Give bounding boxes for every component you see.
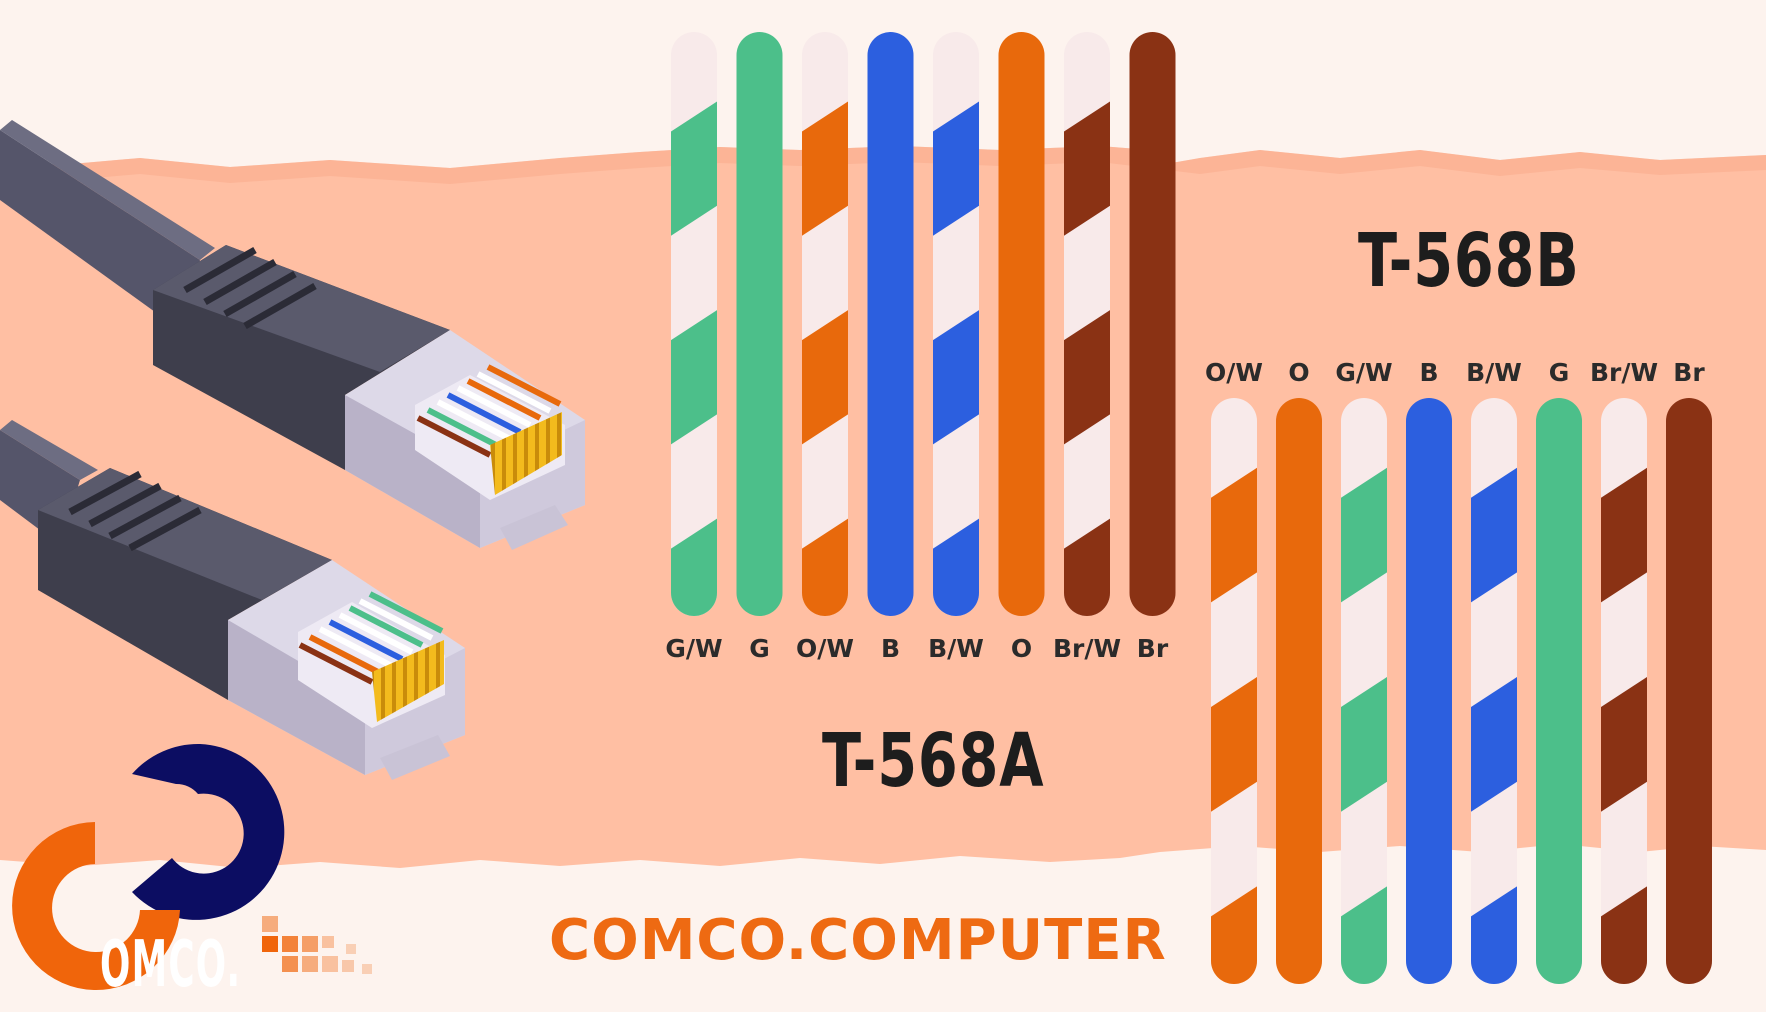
wire-stripe	[1341, 467, 1387, 603]
wire-stripe	[1211, 467, 1257, 603]
site-name: COMCO.COMPUTER	[549, 908, 1167, 973]
boot-ribs	[183, 246, 317, 330]
wire-stripe	[1601, 677, 1647, 812]
plug-pins	[372, 640, 444, 722]
t568a-title: T-568A	[822, 718, 1045, 804]
wire-body	[1276, 398, 1322, 984]
wire-label: B/W	[1466, 358, 1522, 387]
wire-b-5	[1471, 398, 1517, 984]
wire-stripe	[671, 310, 717, 445]
wire-b-8	[1666, 398, 1712, 984]
wire-a-8	[1129, 32, 1176, 616]
wire-stripe	[1471, 677, 1517, 812]
wire-body	[1406, 398, 1452, 984]
boot-top	[153, 245, 450, 372]
plug-pins	[490, 412, 562, 495]
rj45-connector-icon	[0, 420, 465, 780]
comco-logo	[12, 743, 372, 990]
wire-a-2	[736, 32, 783, 616]
cable-top	[0, 420, 98, 480]
wire-stripe	[671, 518, 717, 616]
cable-body	[0, 130, 200, 330]
wire-stripe	[1341, 886, 1387, 984]
wire-label: B	[880, 634, 901, 663]
rj45-connector-icon	[0, 120, 585, 550]
wire-stripe	[1064, 518, 1110, 616]
plug-wires	[298, 591, 444, 685]
wire-body	[1129, 32, 1176, 616]
wire-a-1	[671, 32, 717, 616]
wire-body	[736, 32, 783, 616]
wire-body	[867, 32, 914, 616]
wire-stripe	[671, 101, 717, 236]
wire-a-3	[802, 32, 848, 616]
plug-side	[228, 620, 365, 775]
boot-top	[38, 468, 332, 600]
logo-orange-ring-icon	[12, 822, 181, 990]
wire-b-4	[1406, 398, 1452, 984]
wire-b-3	[1341, 398, 1387, 984]
band-torn-edge	[0, 146, 1766, 184]
wire-stripe	[1601, 886, 1647, 984]
wire-b-6	[1536, 398, 1582, 984]
wire-stripe	[933, 518, 979, 616]
wire-label: Br/W	[1052, 634, 1122, 663]
wire-a-7	[1064, 32, 1110, 616]
t568b-title: T-568B	[1358, 218, 1580, 304]
wire-stripe	[1341, 677, 1387, 812]
cable-top	[0, 120, 215, 260]
wire-body	[998, 32, 1045, 616]
wire-stripe	[802, 101, 848, 236]
wire-label: Br/W	[1589, 358, 1659, 387]
wire-stripe	[933, 101, 979, 236]
wire-label: G	[1548, 358, 1570, 387]
plug-latch	[380, 735, 450, 780]
wire-b-1	[1211, 398, 1257, 984]
wire-stripe	[1064, 101, 1110, 236]
wire-b-7	[1601, 398, 1647, 984]
wire-a-4	[867, 32, 914, 616]
wire-body	[1536, 398, 1582, 984]
wire-stripe	[1471, 886, 1517, 984]
logo-blue-ring-icon	[132, 743, 285, 920]
wire-label: B/W	[928, 634, 984, 663]
wire-stripe	[1064, 310, 1110, 445]
wire-label: O/W	[796, 634, 854, 663]
wire-a-6	[998, 32, 1045, 616]
wire-stripe	[1211, 677, 1257, 812]
plug-wires	[416, 364, 562, 458]
wire-b-2	[1276, 398, 1322, 984]
wire-label: O/W	[1205, 358, 1263, 387]
wire-label: O	[1288, 358, 1310, 387]
wire-stripe	[802, 310, 848, 445]
wire-label: B	[1419, 358, 1439, 387]
wire-stripe	[1471, 467, 1517, 603]
plug-latch	[500, 505, 568, 550]
logo-wordmark: OMCO.	[100, 928, 242, 1002]
wire-a-5	[933, 32, 979, 616]
wire-label: Br	[1673, 358, 1705, 387]
wire-stripe	[1211, 886, 1257, 984]
logo-pixels-icon	[262, 916, 372, 974]
wire-stripe	[1601, 467, 1647, 603]
boot-ribs	[68, 470, 202, 552]
wire-label: Br	[1136, 634, 1169, 663]
wire-label: O	[1010, 634, 1033, 663]
wire-label: G	[749, 634, 770, 663]
wire-label: G/W	[1335, 358, 1393, 387]
plug-side	[345, 395, 480, 548]
wire-label: G/W	[665, 634, 723, 663]
wire-stripe	[933, 310, 979, 445]
wire-body	[1666, 398, 1712, 984]
wire-stripe	[802, 518, 848, 616]
